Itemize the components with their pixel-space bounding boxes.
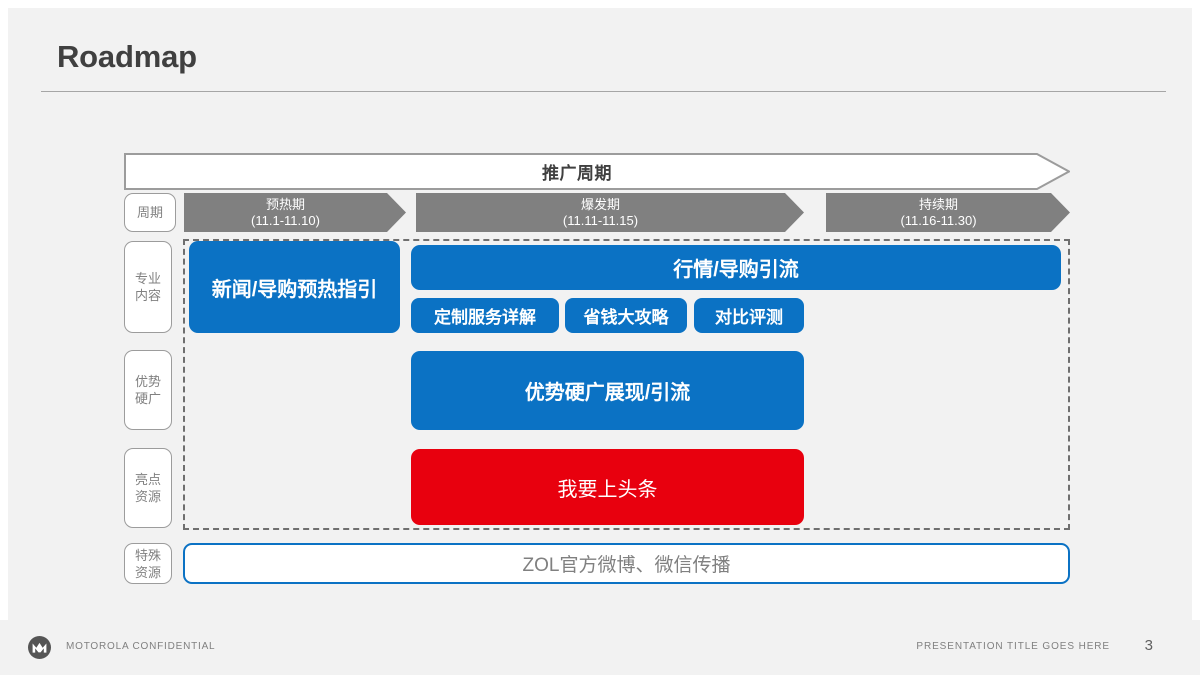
motorola-logo-icon [28, 636, 51, 659]
chip-comparison-review[interactable]: 对比评测 [694, 298, 804, 333]
phase-2-dates: (11.11-11.15) [562, 212, 639, 228]
footer-presentation-title: PRESENTATION TITLE GOES HERE [916, 641, 1110, 652]
row-label-period-text: 周期 [136, 205, 163, 220]
phase-2-name: 爆发期 [580, 196, 620, 212]
content-group-dashed-border [183, 239, 1070, 530]
chip-custom-service[interactable]: 定制服务详解 [411, 298, 559, 333]
chip-custom-service-text: 定制服务详解 [434, 308, 536, 327]
page-title: Roadmap [57, 39, 197, 74]
row-label-professional-content-line2: 内容 [134, 288, 161, 303]
row-label-advantage-ads-line2: 硬广 [134, 391, 161, 406]
block-zol-social-spread-text: ZOL官方微博、微信传播 [522, 555, 731, 576]
row-label-special-resource-line1: 特殊 [134, 547, 161, 563]
chevron-shape-3 [826, 193, 1070, 232]
row-label-advantage-ads-line1: 优势 [134, 374, 161, 389]
phase-chevron-3[interactable]: 持续期 (11.16-11.30) [826, 193, 1070, 232]
block-headline-campaign[interactable]: 我要上头条 [411, 449, 804, 525]
phase-chevron-3-text: 持续期 (11.16-11.30) [826, 193, 1051, 232]
banner-label: 推广周期 [542, 164, 612, 183]
row-label-professional-content: 专业 内容 [124, 241, 172, 333]
block-market-guide-traffic-text: 行情/导购引流 [673, 259, 799, 281]
title-divider [41, 91, 1166, 92]
chevron-shape-1 [184, 193, 406, 232]
block-news-guide-warmup-text: 新闻/导购预热指引 [211, 278, 378, 301]
phase-1-dates: (11.1-11.10) [251, 212, 320, 228]
block-news-guide-warmup[interactable]: 新闻/导购预热指引 [189, 241, 400, 333]
row-label-special-resource-line2: 资源 [134, 564, 161, 580]
footer-page-number: 3 [1144, 637, 1153, 654]
block-market-guide-traffic[interactable]: 行情/导购引流 [411, 245, 1061, 290]
block-advantage-ad-display-text: 优势硬广展现/引流 [524, 382, 691, 404]
banner-arrow-shape [124, 153, 1070, 190]
phase-chevron-2[interactable]: 爆发期 (11.11-11.15) [416, 193, 804, 232]
phase-chevron-2-text: 爆发期 (11.11-11.15) [416, 193, 785, 232]
row-label-highlight-resource-line2: 资源 [134, 489, 161, 504]
row-label-period: 周期 [124, 193, 176, 232]
block-advantage-ad-display[interactable]: 优势硬广展现/引流 [411, 351, 804, 430]
block-headline-campaign-text: 我要上头条 [557, 478, 658, 501]
phase-3-name: 持续期 [918, 196, 958, 212]
chevron-shape-2 [416, 193, 804, 232]
phase-chevron-1[interactable]: 预热期 (11.1-11.10) [184, 193, 406, 232]
row-label-highlight-resource-line1: 亮点 [134, 472, 161, 487]
chip-saving-guide-text: 省钱大攻略 [583, 308, 669, 327]
phase-3-dates: (11.16-11.30) [900, 212, 977, 228]
phase-chevron-1-text: 预热期 (11.1-11.10) [184, 193, 387, 232]
footer-confidential-text: MOTOROLA CONFIDENTIAL [66, 641, 216, 652]
row-label-highlight-resource: 亮点 资源 [124, 448, 172, 528]
promotion-cycle-banner: 推广周期 [124, 153, 1070, 190]
slide-canvas: Roadmap 推广周期 周期 预热期 (11.1-11.10) 爆发期 (11… [8, 8, 1192, 620]
block-zol-social-spread[interactable]: ZOL官方微博、微信传播 [183, 543, 1070, 584]
slide-footer [0, 620, 1200, 675]
row-label-advantage-ads: 优势 硬广 [124, 350, 172, 430]
chip-comparison-review-text: 对比评测 [715, 308, 783, 327]
chip-saving-guide[interactable]: 省钱大攻略 [565, 298, 687, 333]
row-label-special-resource: 特殊 资源 [124, 543, 172, 584]
phase-1-name: 预热期 [265, 196, 305, 212]
row-label-professional-content-line1: 专业 [134, 271, 161, 286]
